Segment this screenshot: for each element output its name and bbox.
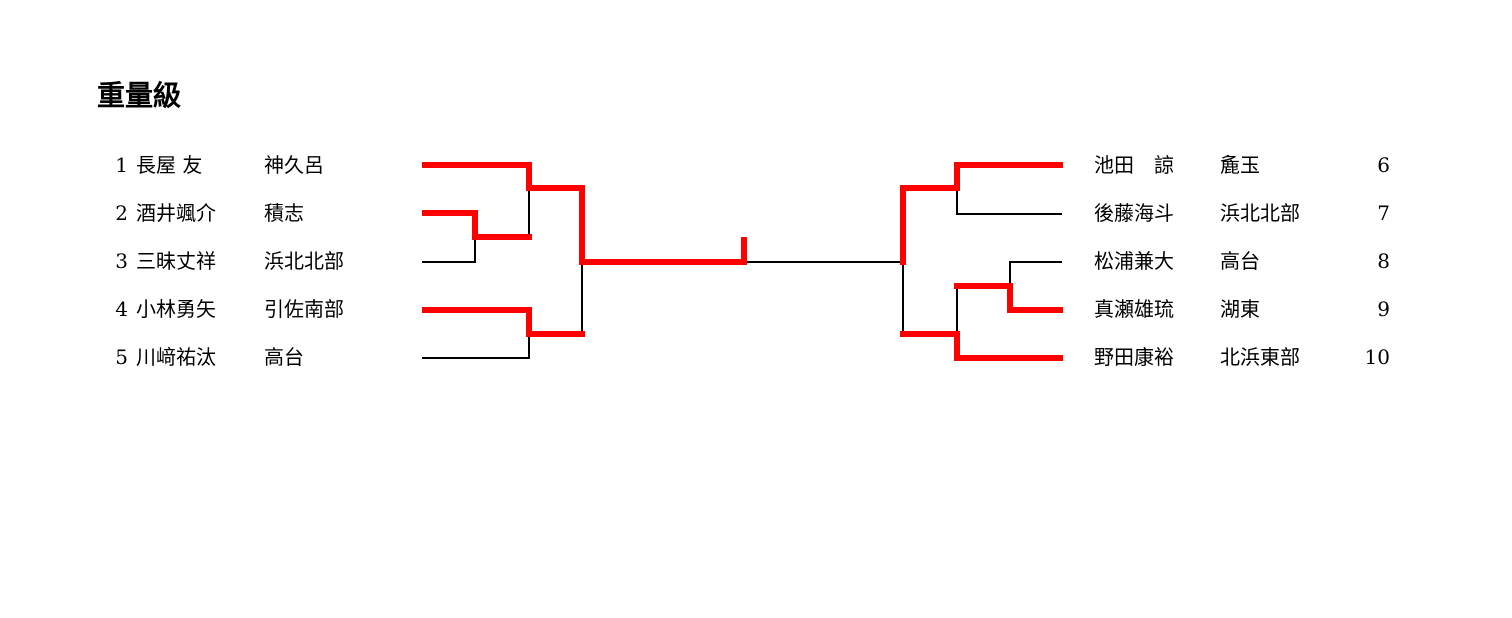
- competitor-name: 長屋 友: [136, 153, 203, 177]
- team-name: 神久呂: [264, 153, 324, 177]
- seed-number: 3: [115, 249, 128, 273]
- winner-line: [422, 307, 585, 337]
- team-name: 北浜東部: [1220, 345, 1300, 369]
- seed-number: 4: [115, 297, 128, 321]
- seed-number: 2: [115, 201, 128, 225]
- entry-left-2: 2 酒井颯介 積志: [114, 198, 474, 228]
- winner-line: [422, 162, 747, 265]
- competitor-name: 川﨑祐汰: [136, 345, 216, 369]
- team-name: 積志: [264, 201, 304, 225]
- entry-right-8: 松浦兼大 高台 8: [1094, 246, 1454, 276]
- seed-number: 10: [1364, 345, 1390, 369]
- seed-number: 1: [115, 153, 128, 177]
- entry-left-3: 3 三昧丈祥 浜北北部: [114, 246, 474, 276]
- entry-right-6: 池田 諒 麁玉 6: [1094, 150, 1454, 180]
- competitor-name: 三昧丈祥: [136, 249, 216, 273]
- competitor-name: 酒井颯介: [136, 201, 216, 225]
- team-name: 浜北北部: [264, 249, 344, 273]
- seed-number: 7: [1377, 201, 1390, 225]
- bracket-line: [956, 188, 1062, 215]
- bracket-line: [1009, 261, 1062, 286]
- competitor-name: 後藤海斗: [1094, 201, 1174, 225]
- team-name: 麁玉: [1220, 153, 1260, 177]
- team-name: 高台: [1220, 249, 1260, 273]
- seed-number: 5: [115, 345, 128, 369]
- bracket-line: [422, 334, 530, 359]
- winner-line: [954, 283, 1063, 313]
- competitor-name: 池田 諒: [1094, 153, 1174, 177]
- seed-number: 6: [1377, 153, 1390, 177]
- bracket-lines-black: [422, 188, 1062, 359]
- competitor-name: 松浦兼大: [1094, 249, 1174, 273]
- entry-left-1: 1 長屋 友 神久呂: [114, 150, 474, 180]
- competitor-name: 真瀬雄琉: [1094, 297, 1174, 321]
- bracket-lines-winner: [422, 162, 1063, 361]
- entry-left-5: 5 川﨑祐汰 高台: [114, 342, 474, 372]
- entry-right-9: 真瀬雄琉 湖東 9: [1094, 294, 1454, 324]
- bracket-line: [422, 237, 476, 263]
- winner-line: [422, 210, 532, 240]
- page-title: 重量級: [97, 79, 182, 112]
- team-name: 浜北北部: [1220, 201, 1300, 225]
- winner-line: [900, 162, 1063, 265]
- entry-right-10: 野田康裕 北浜東部 10: [1094, 342, 1454, 372]
- seed-number: 9: [1377, 297, 1390, 321]
- team-name: 高台: [264, 345, 304, 369]
- entry-left-4: 4 小林勇矢 引佐南部: [114, 294, 474, 324]
- entry-right-7: 後藤海斗 浜北北部 7: [1094, 198, 1454, 228]
- seed-number: 8: [1377, 249, 1390, 273]
- team-name: 湖東: [1220, 297, 1260, 321]
- team-name: 引佐南部: [264, 297, 344, 321]
- competitor-name: 野田康裕: [1094, 345, 1174, 369]
- winner-line: [900, 331, 1063, 361]
- competitor-name: 小林勇矢: [136, 297, 216, 321]
